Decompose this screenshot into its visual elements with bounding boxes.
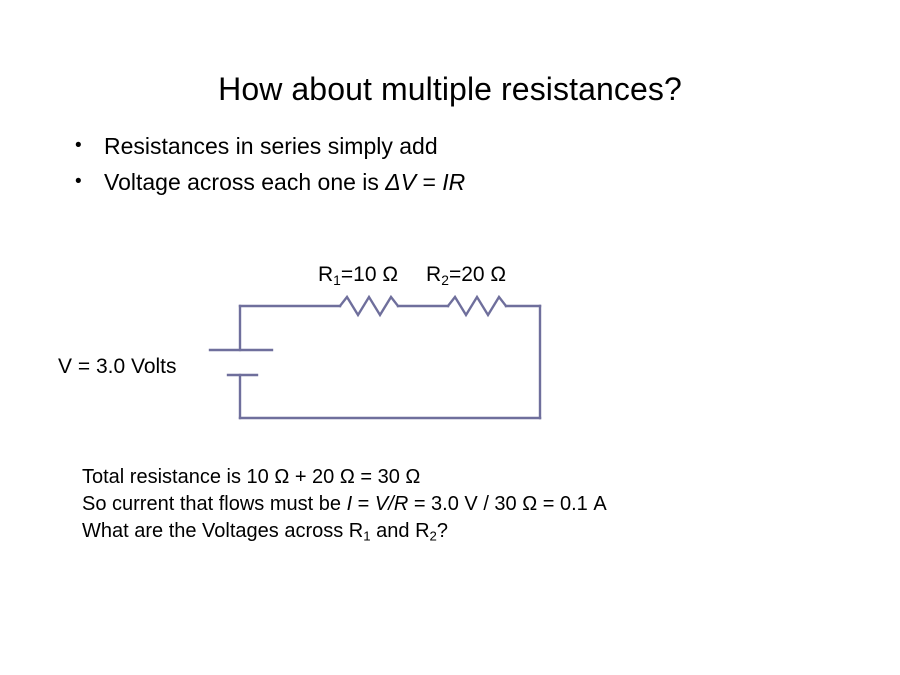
v-over-r-symbol: V/R — [374, 493, 409, 515]
bullet-text-1: Resistances in series simply add — [104, 133, 438, 159]
resistor-2-subscript: 2 — [441, 271, 449, 288]
delta-v-symbol: ΔV — [385, 169, 417, 195]
resistor-2-subscript: 2 — [429, 528, 437, 544]
explanation-line-3: What are the Voltages across R1 and R2? — [82, 518, 607, 545]
ir-symbol: IR — [442, 169, 466, 195]
explanation-block: Total resistance is 10 Ω + 20 Ω = 30 Ω S… — [82, 464, 607, 545]
page-title: How about multiple resistances? — [218, 71, 682, 107]
resistor-2-zigzag — [446, 294, 508, 318]
explanation-line-1: Total resistance is 10 Ω + 20 Ω = 30 Ω — [82, 466, 421, 488]
bullet-marker-icon: • — [75, 171, 82, 192]
resistor-2-label: R2=20 Ω — [426, 262, 506, 288]
resistor-2-symbol: R — [426, 263, 442, 286]
explanation-line-2-prefix: So current that flows must be — [82, 493, 347, 515]
equals-sign: = — [352, 493, 375, 515]
list-item: • Resistances in series simply add — [70, 128, 790, 164]
resistor-1-symbol: R — [318, 263, 334, 286]
explanation-line-3-prefix: What are the Voltages across R — [82, 520, 364, 542]
explanation-line-2: So current that flows must be I = V/R = … — [82, 491, 607, 518]
bullet-list: • Resistances in series simply add • Vol… — [70, 128, 790, 200]
bullet-marker-icon: • — [75, 135, 82, 156]
bullet-text-2: Voltage across each one is ΔV = IR — [104, 164, 465, 200]
resistor-2-value: =20 Ω — [448, 263, 507, 286]
voltage-source-label: V = 3.0 Volts — [58, 355, 177, 378]
resistor-1-subscript: 1 — [363, 528, 371, 544]
explanation-line-3-suffix: ? — [436, 520, 448, 542]
list-item: • Voltage across each one is ΔV = IR — [70, 164, 790, 200]
resistor-1-value: =10 Ω — [340, 263, 399, 286]
resistor-1-subscript: 1 — [333, 271, 341, 288]
equals-sign: = — [416, 169, 443, 195]
circuit-diagram — [208, 294, 542, 420]
bullet-text-2-prefix: Voltage across each one is — [104, 169, 386, 195]
resistor-1-zigzag — [338, 294, 400, 318]
resistor-1-label: R1=10 Ω — [318, 262, 398, 288]
explanation-line-3-middle: and R — [370, 520, 430, 542]
current-symbol: I — [346, 493, 353, 515]
explanation-line-2-suffix: = 3.0 V / 30 Ω = 0.1 A — [408, 493, 607, 515]
